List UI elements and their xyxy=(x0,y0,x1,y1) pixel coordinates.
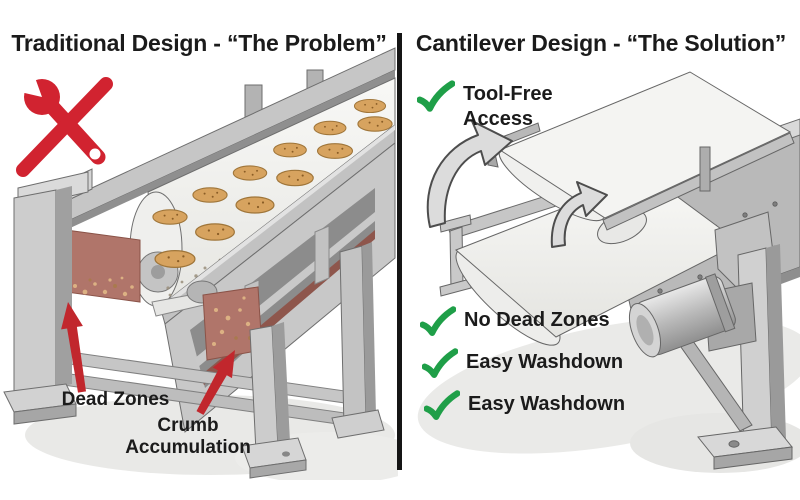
benefit-easy-washdown-1: Easy Washdown xyxy=(422,348,623,380)
drive-motor xyxy=(628,273,736,358)
right-panel-title: Cantilever Design - “The Solution” xyxy=(415,30,787,56)
dead-zones-label: Dead Zones xyxy=(61,389,170,410)
check-icon xyxy=(417,80,455,112)
crossed-wrench-x-icon xyxy=(16,76,113,177)
check-icon xyxy=(424,390,460,420)
lift-arrow-small xyxy=(550,181,608,248)
cantilever-conveyor-illustration xyxy=(417,71,800,473)
benefit-easy-washdown-2: Easy Washdown xyxy=(424,390,625,422)
check-icon xyxy=(422,348,458,378)
crumb-accumulation-label: Crumb Accumulation xyxy=(125,415,251,458)
left-panel-title: Traditional Design - “The Problem” xyxy=(11,30,387,56)
check-icon xyxy=(420,306,456,336)
upper-belt xyxy=(498,71,792,219)
crumb-arrow xyxy=(196,350,235,415)
dead-zones-arrow xyxy=(61,302,86,393)
slide-tab xyxy=(699,146,711,192)
bolt-hole xyxy=(728,440,740,448)
dead-zone-crumbs xyxy=(73,276,134,297)
lift-arrow-large xyxy=(426,120,513,228)
panel-divider xyxy=(397,33,402,470)
benefit-tool-free-access: Tool-Free Access xyxy=(417,80,553,132)
traditional-conveyor-illustration xyxy=(3,47,398,480)
benefit-no-dead-zones: No Dead Zones xyxy=(420,306,610,338)
